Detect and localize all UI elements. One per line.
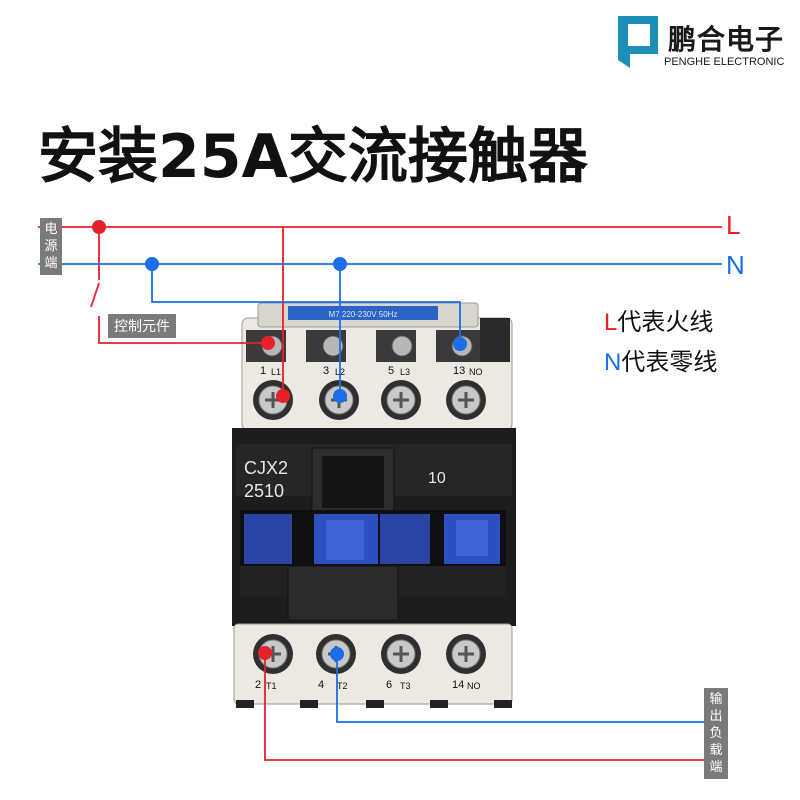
l-junction-terminal-1 xyxy=(276,389,290,403)
l-wires xyxy=(38,226,722,761)
legend-n: N代表零线 xyxy=(604,342,717,377)
top-screw-3 xyxy=(381,380,421,420)
bottom-screw-3 xyxy=(381,634,421,674)
legend-l-text: 代表火线 xyxy=(617,308,714,336)
l-junction-coil xyxy=(261,336,275,350)
control-element-label: 控制元件 xyxy=(108,314,176,338)
top-terminal-1-num: 1 xyxy=(260,365,266,377)
legend-n-text: 代表零线 xyxy=(621,348,718,376)
l-junctions xyxy=(92,220,290,660)
top-terminal-4-sub: NO xyxy=(469,367,483,377)
l-junction-terminal-2 xyxy=(258,646,272,660)
l-output-wire xyxy=(264,653,722,761)
bottom-terminal-2-num: 4 xyxy=(318,679,324,691)
top-terminal-3-sub: L3 xyxy=(400,367,410,377)
n-wires xyxy=(38,263,722,723)
bottom-terminal-2-sub: T2 xyxy=(337,681,348,691)
l-control-return xyxy=(98,316,268,344)
top-terminal-2-num: 3 xyxy=(323,365,329,377)
output-load-label: 输出负载端 xyxy=(704,688,728,779)
aux-code: 10 xyxy=(428,470,446,487)
brand-logo-icon xyxy=(618,16,658,68)
n-rail-label: N xyxy=(726,250,745,280)
l-rail-label: L xyxy=(726,210,741,240)
n-junction-terminal-4 xyxy=(330,647,344,661)
n-junctions xyxy=(145,257,467,661)
n-to-terminal-13 xyxy=(151,264,461,344)
top-terminal-1-sub: L1 xyxy=(271,367,281,377)
brand-name-en: PENGHE ELECTRONIC xyxy=(664,56,785,68)
n-junction-power xyxy=(145,257,159,271)
legend-l-key: L xyxy=(604,309,618,336)
switch-blade xyxy=(90,282,100,308)
brand-name-cn: 鹏合电子 xyxy=(668,23,785,56)
model-line1: CJX2 xyxy=(244,458,288,478)
bottom-terminal-3-sub: T3 xyxy=(400,681,411,691)
legend-l: L代表火线 xyxy=(604,302,713,337)
coil-label-plate xyxy=(288,306,438,320)
power-source-label: 电源端 xyxy=(40,218,62,275)
top-screw-4 xyxy=(446,380,486,420)
coil-label-text: M7 220-230V 50Hz xyxy=(329,310,398,319)
l-junction-power xyxy=(92,220,106,234)
bottom-terminal-1-sub: T1 xyxy=(266,681,277,691)
bottom-terminal-1-num: 2 xyxy=(255,679,261,691)
bottom-terminal-4-sub: NO xyxy=(467,681,481,691)
contactor-device: M7 220-230V 50Hz 1 L1 3 L2 5 L3 13 NO CJ… xyxy=(232,302,516,708)
top-terminal-3-num: 5 xyxy=(388,365,394,377)
bottom-screw-4 xyxy=(446,634,486,674)
page-title: 安装25A交流接触器 xyxy=(38,122,588,192)
bottom-terminal-4-num: 14 xyxy=(452,679,464,691)
bottom-terminal-3-num: 6 xyxy=(386,679,392,691)
n-junction-terminal-13 xyxy=(453,337,467,351)
n-junction-rail xyxy=(333,257,347,271)
legend-n-key: N xyxy=(604,349,622,376)
n-junction-terminal-3 xyxy=(333,389,347,403)
model-line2: 2510 xyxy=(244,481,284,501)
top-terminal-4-num: 13 xyxy=(453,365,465,377)
n-output-wire xyxy=(336,654,722,723)
